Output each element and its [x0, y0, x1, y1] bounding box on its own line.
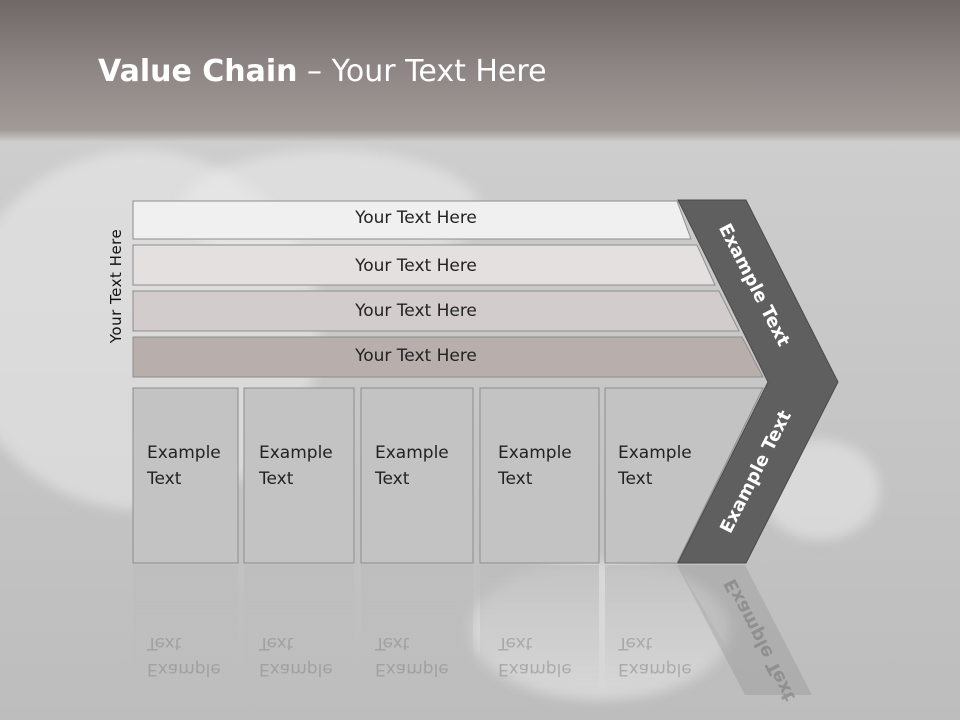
box-reflection	[605, 565, 755, 695]
row-label-1: Your Text Here	[355, 208, 477, 228]
activity-label-line1: Example	[259, 443, 333, 463]
reflection-line1: Example	[259, 659, 333, 679]
title-rest: – Your Text Here	[297, 54, 547, 89]
row-band-2	[132, 244, 716, 286]
slide-title: Value Chain – Your Text Here	[98, 54, 547, 89]
activity-box-5	[604, 387, 764, 564]
reflection-line2: Text	[498, 633, 533, 653]
activity-label-line2: Text	[618, 469, 653, 489]
activity-box-1	[132, 387, 239, 564]
activity-label-line1: Example	[498, 443, 572, 463]
activity-label-line1: Example	[618, 443, 692, 463]
activity-label-line2: Text	[259, 469, 294, 489]
activity-box-4	[479, 387, 600, 564]
reflection-line2: Text	[375, 633, 410, 653]
title-bar	[0, 0, 960, 142]
activity-box-2	[243, 387, 355, 564]
reflection-line1: Example	[498, 659, 572, 679]
activity-label-reflection: Example Text	[147, 630, 221, 682]
activity-label-line1: Example	[147, 443, 221, 463]
reflection-line1: Example	[618, 659, 692, 679]
margin-chevron	[677, 199, 839, 564]
activity-label-line2: Text	[375, 469, 410, 489]
activity-box-3	[360, 387, 474, 564]
row-label-3: Your Text Here	[355, 301, 477, 321]
activity-label-reflection: Example Text	[498, 630, 572, 682]
reflection-line2: Text	[147, 633, 182, 653]
activity-label-reflection: Example Text	[259, 630, 333, 682]
activity-label-line2: Text	[147, 469, 182, 489]
box-reflection	[361, 565, 473, 695]
row-band-1	[132, 200, 692, 240]
chevron-reflection	[677, 565, 812, 695]
row-band-3	[132, 290, 740, 332]
row-band-4	[132, 336, 764, 378]
reflection-line1: Example	[375, 659, 449, 679]
reflection-group	[133, 565, 812, 695]
reflection-line2: Text	[618, 633, 653, 653]
box-reflection	[480, 565, 599, 695]
box-reflection	[133, 565, 238, 695]
reflection-line1: Example	[147, 659, 221, 679]
box-reflection	[244, 565, 354, 695]
activity-label-reflection: Example Text	[618, 630, 692, 682]
activity-label-reflection: Example Text	[375, 630, 449, 682]
title-bold: Value Chain	[98, 54, 298, 89]
activity-label-line1: Example	[375, 443, 449, 463]
activity-label-line2: Text	[498, 469, 533, 489]
row-label-2: Your Text Here	[355, 256, 477, 276]
reflection-line2: Text	[259, 633, 294, 653]
row-label-4: Your Text Here	[355, 346, 477, 366]
